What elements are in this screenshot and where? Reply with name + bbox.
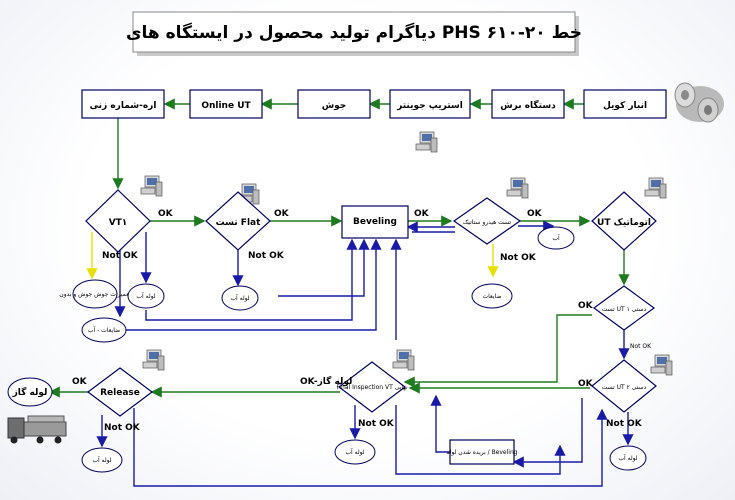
- not-ok-label: Not OK: [606, 419, 643, 429]
- svg-text:اره-شماره زنی: اره-شماره زنی: [90, 101, 157, 111]
- top-row: انبار کویل دستگاه برش استریپ جوینتر جوش …: [81, 89, 667, 119]
- vt1-node: VT۱: [85, 189, 151, 253]
- computer-icon: [644, 177, 667, 199]
- computer-icon: [415, 131, 438, 153]
- not-ok-label: Not OK: [104, 423, 141, 433]
- svg-text:VT۱: VT۱: [109, 218, 128, 228]
- svg-text:استریپ جوینتر: استریپ جوینتر: [396, 101, 463, 111]
- scrap-ellipse: ضایعات: [471, 283, 513, 309]
- truck-image: [7, 415, 67, 444]
- computer-icon: [650, 354, 673, 376]
- svg-text:لوله آب: لوله آب: [230, 293, 249, 302]
- scrap-water-ellipse: ضایعات - آب: [81, 317, 127, 343]
- not-ok-label: Not OK: [102, 251, 139, 261]
- svg-text:لوله گاز: لوله گاز: [12, 386, 48, 398]
- svg-text:دستگاه برش: دستگاه برش: [500, 99, 556, 111]
- pipe-water-ellipse-2: لوله آب: [221, 285, 259, 311]
- saw-numbering-node: اره-شماره زنی: [81, 89, 165, 119]
- svg-text:لوله آب: لوله آب: [136, 291, 155, 300]
- svg-text:بریده شدن لوله / Beveling: بریده شدن لوله / Beveling: [446, 449, 517, 456]
- hydro-test-node: تست هیدرو ستاتیک: [452, 197, 522, 245]
- pipe-water-ellipse-4: لوله آب: [81, 447, 123, 473]
- svg-text:تست هیدرو ستاتیک: تست هیدرو ستاتیک: [463, 219, 511, 226]
- title-banner: دیاگرام تولید محصول در ایستگاه های PHS خ…: [126, 11, 582, 56]
- ok-label: OK: [158, 209, 174, 219]
- welding-node: جوش: [297, 89, 371, 119]
- auto-ut-node: UT اتوماتیک: [591, 191, 657, 251]
- not-ok-label: Not OK: [500, 253, 537, 263]
- svg-text:تعمیرات جوش جوش و بدون: تعمیرات جوش جوش و بدون: [59, 291, 131, 298]
- gas-pipe-ellipse: لوله گاز: [7, 377, 53, 407]
- pipe-water-ellipse-3: لوله آب: [609, 445, 647, 471]
- not-ok-label: Not OK: [630, 343, 652, 350]
- strip-joint-node: استریپ جوینتر: [389, 89, 471, 119]
- svg-text:تست UT دستی ۲: تست UT دستی ۲: [602, 384, 647, 391]
- weld-repair-ellipse: تعمیرات جوش جوش و بدون: [59, 279, 131, 309]
- release-node: Release: [87, 367, 153, 417]
- beveling-node: Beveling: [341, 205, 409, 239]
- svg-text:Release: Release: [100, 388, 140, 398]
- svg-text:جوش: جوش: [322, 101, 347, 111]
- svg-text:تست UT دستی ۱: تست UT دستی ۱: [602, 306, 647, 313]
- svg-text:Beveling: Beveling: [353, 217, 397, 227]
- ok-gas-label: OK-لوله گاز: [300, 375, 352, 387]
- ok-label: OK: [274, 209, 290, 219]
- not-ok-label: Not OK: [248, 251, 285, 261]
- ok-label: OK: [414, 209, 430, 219]
- svg-text:لوله آب: لوله آب: [92, 455, 111, 464]
- svg-text:تست Flat: تست Flat: [216, 218, 262, 228]
- outcome-ellipses: تعمیرات جوش جوش و بدون ضایعات - آب لوله …: [7, 226, 647, 473]
- manual-ut2-node: تست UT دستی ۲: [591, 359, 657, 413]
- manual-ut1-node: تست UT دستی ۱: [592, 285, 656, 331]
- svg-text:لوله آب: لوله آب: [345, 447, 364, 456]
- ok-label: OK: [578, 301, 594, 311]
- edge-labels: OK OK OK OK OK OK OK OK-لوله گاز Not OK …: [72, 209, 652, 433]
- computer-icon: [140, 175, 163, 197]
- svg-text:Final Inspection VT نهایی: Final Inspection VT نهایی: [336, 384, 408, 391]
- pipe-water-ellipse-5: لوله آب: [334, 439, 376, 465]
- ok-label: OK: [578, 379, 594, 389]
- svg-text:ضایعات: ضایعات: [483, 293, 502, 300]
- cut-beveling-node: بریده شدن لوله / Beveling: [446, 439, 518, 465]
- computer-icon: [142, 349, 165, 371]
- svg-text:ضایعات - آب: ضایعات - آب: [88, 325, 120, 334]
- diagram-title: دیاگرام تولید محصول در ایستگاه های PHS خ…: [126, 22, 582, 43]
- svg-text:انبار کویل: انبار کویل: [603, 101, 647, 111]
- svg-text:UT اتوماتیک: UT اتوماتیک: [597, 218, 651, 228]
- row-3: تست UT دستی ۱ تست UT دستی ۲ Release Fina…: [87, 285, 657, 465]
- svg-text:لوله آب: لوله آب: [618, 453, 637, 462]
- ok-label: OK: [527, 209, 543, 219]
- water-ellipse: آب: [537, 226, 575, 250]
- online-ut-node: Online UT: [189, 89, 263, 119]
- coil-store-node: انبار کویل: [583, 89, 667, 119]
- svg-text:آب: آب: [552, 233, 560, 242]
- not-ok-label: Not OK: [358, 419, 395, 429]
- cutting-node: دستگاه برش: [491, 89, 565, 119]
- svg-text:Online UT: Online UT: [201, 101, 251, 111]
- pipe-water-ellipse-1: لوله آب: [127, 283, 165, 309]
- ok-label: OK: [72, 377, 88, 387]
- computer-icon: [392, 349, 415, 371]
- coil-image: [674, 82, 724, 123]
- computer-icon: [506, 177, 529, 199]
- connectors: [48, 98, 634, 487]
- row-2: VT۱ تست Flat Beveling تست هیدرو ستاتیک U…: [85, 189, 657, 253]
- final-inspection-node: Final Inspection VT نهایی: [336, 361, 408, 413]
- flat-test-node: تست Flat: [205, 191, 271, 251]
